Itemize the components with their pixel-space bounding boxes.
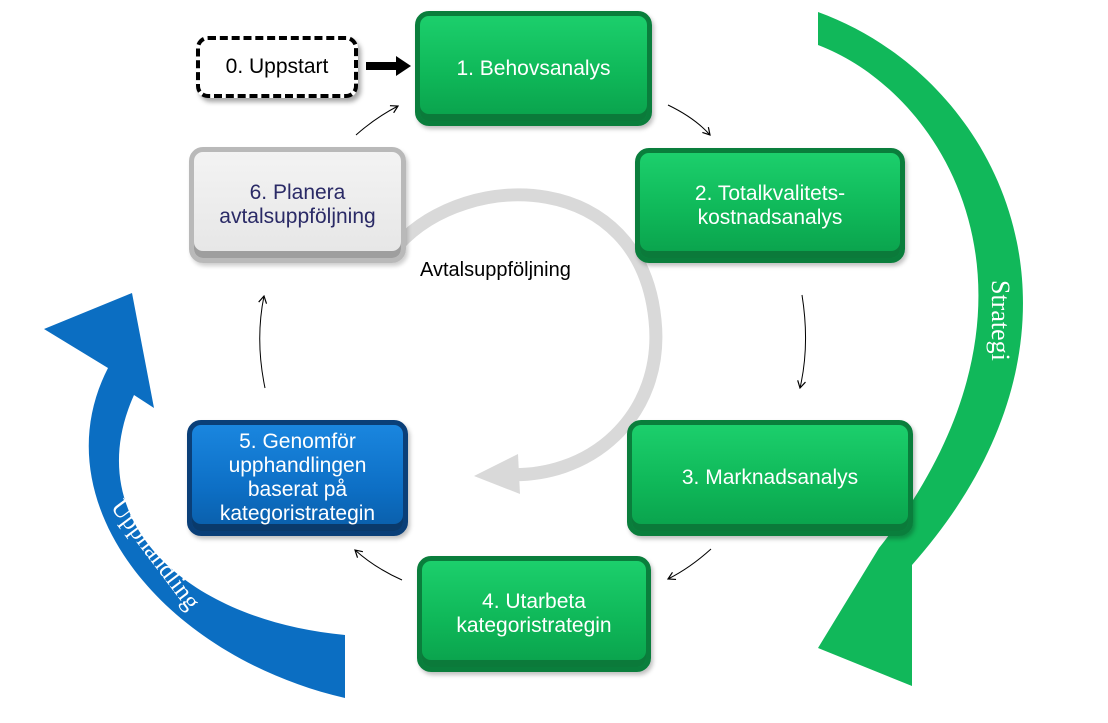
step-1-needs-analysis-box: 1. Behovsanalys [415, 11, 652, 126]
arrow-4-to-5 [354, 549, 403, 581]
strategy-arc-arrow [818, 12, 1023, 686]
arrow-2-to-3 [797, 294, 807, 390]
step-0-start-box: 0. Uppstart [196, 36, 358, 98]
step-4-category-strategy-box: 4. Utarbeta kategoristrategin [417, 556, 651, 672]
follow-up-label: Avtalsuppföljning [420, 259, 571, 281]
follow-up-arrowhead [474, 454, 520, 494]
step-2-total-cost-analysis-box: 2. Totalkvalitets- kostnadsanalys [635, 148, 905, 263]
arrow-6-to-1 [355, 105, 400, 136]
arrow-5-to-6 [258, 294, 268, 389]
follow-up-circular-arrow [393, 188, 663, 482]
start-arrow [366, 56, 411, 76]
step-5-execute-procurement-box: 5. Genomför upphandlingen baserat på kat… [187, 420, 408, 536]
arrow-1-to-2 [667, 104, 711, 136]
step-3-market-analysis-box: 3. Marknadsanalys [627, 420, 913, 536]
step-6-plan-follow-up-box: 6. Planera avtalsuppföljning [189, 147, 406, 263]
arrow-3-to-4 [666, 548, 712, 581]
strategy-arc-label: Strategi [986, 280, 1015, 361]
procurement-arc-arrow [44, 293, 345, 698]
